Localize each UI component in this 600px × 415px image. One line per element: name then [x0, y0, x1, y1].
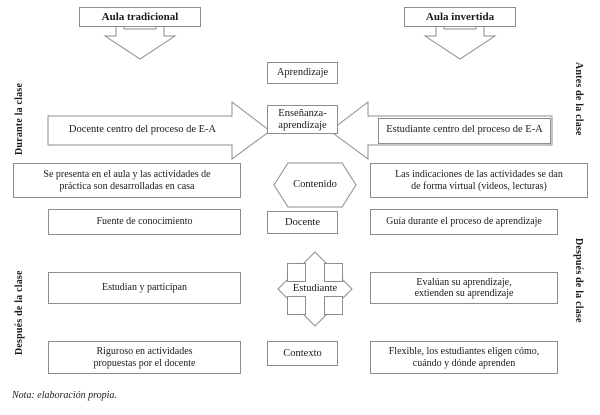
- estudiante-arrow-notch-tl: [287, 263, 306, 282]
- center-box-ensenanza-aprendizaje: Enseñanza- aprendizaje: [267, 105, 338, 134]
- left-box-3-line1: Riguroso en actividades: [96, 346, 193, 358]
- center-label-contexto: Contexto: [283, 347, 322, 359]
- left-box-0-line2: práctica son desarrolladas en casa: [59, 180, 195, 192]
- center-label-ensenanza-line2: aprendizaje: [278, 119, 327, 131]
- right-box-3-line2: cuándo y dónde aprenden: [412, 357, 516, 369]
- center-box-contexto: Contexto: [267, 341, 338, 366]
- center-label-aprendizaje: Aprendizaje: [276, 67, 329, 79]
- arrow-label-estudiante-centro: Estudiante centro del proceso de E-A: [386, 124, 543, 135]
- right-box-guia-proceso: Guía durante el proceso de aprendizaje: [370, 209, 558, 235]
- figure-note: Nota: elaboración propia.: [12, 390, 117, 401]
- arrow-label-docente-centro: Docente centro del proceso de E-A: [68, 124, 217, 135]
- side-label-despues-de-la-clase-left: Después de la clase: [14, 270, 25, 355]
- center-label-ensenanza-line1: Enseñanza-: [278, 107, 327, 119]
- center-box-docente: Docente: [267, 211, 338, 234]
- right-box-flexible-estudiantes: Flexible, los estudiantes eligen cómo, c…: [370, 341, 558, 374]
- left-box-riguroso-actividades: Riguroso en actividades propuestas por e…: [48, 341, 241, 374]
- left-box-0-line1: Se presenta en el aula y las actividades…: [43, 169, 211, 181]
- right-box-2-line2: extienden su aprendizaje: [414, 288, 514, 299]
- center-box-aprendizaje: Aprendizaje: [267, 62, 338, 84]
- side-label-antes-de-la-clase: Antes de la clase: [573, 62, 584, 136]
- down-arrow-right-icon: [423, 23, 497, 60]
- right-box-indicaciones: Las indicaciones de las actividades se d…: [370, 163, 588, 198]
- header-box-aula-tradicional: Aula tradicional: [79, 7, 201, 27]
- right-box-1-line1: Guía durante el proceso de aprendizaje: [386, 216, 542, 228]
- header-label-right: Aula invertida: [425, 10, 495, 23]
- left-box-se-presenta: Se presenta en el aula y las actividades…: [13, 163, 241, 198]
- down-arrow-left-icon: [103, 23, 177, 60]
- right-box-0-line2: de forma virtual (videos, lecturas): [411, 180, 547, 192]
- right-box-0-line1: Las indicaciones de las actividades se d…: [395, 169, 563, 181]
- left-box-1-line1: Fuente de conocimiento: [96, 216, 193, 228]
- right-box-2-line1: Evalúan su aprendizaje,: [416, 276, 512, 288]
- estudiante-arrow-notch-tr: [324, 263, 343, 282]
- center-label-estudiante: Estudiante: [292, 283, 338, 294]
- left-box-fuente-conocimiento: Fuente de conocimiento: [48, 209, 241, 235]
- center-label-contenido: Contenido: [293, 179, 337, 190]
- header-box-aula-invertida: Aula invertida: [404, 7, 516, 27]
- side-label-despues-de-la-clase-right: Después de la clase: [573, 238, 584, 323]
- left-box-estudian-participan: Estudian y participan: [48, 272, 241, 304]
- side-label-durante-la-clase: Durante la clase: [14, 82, 25, 155]
- center-label-docente: Docente: [285, 216, 320, 228]
- left-box-3-line2: propuestas por el docente: [93, 357, 196, 369]
- right-box-evaluan-aprendizaje: Evalúan su aprendizaje, extienden su apr…: [370, 272, 558, 304]
- estudiante-arrow-notch-br: [324, 296, 343, 315]
- left-box-2-line1: Estudian y participan: [102, 282, 187, 294]
- right-box-3-line1: Flexible, los estudiantes eligen cómo,: [388, 346, 540, 358]
- header-label-left: Aula tradicional: [101, 10, 179, 23]
- estudiante-arrow-notch-bl: [287, 296, 306, 315]
